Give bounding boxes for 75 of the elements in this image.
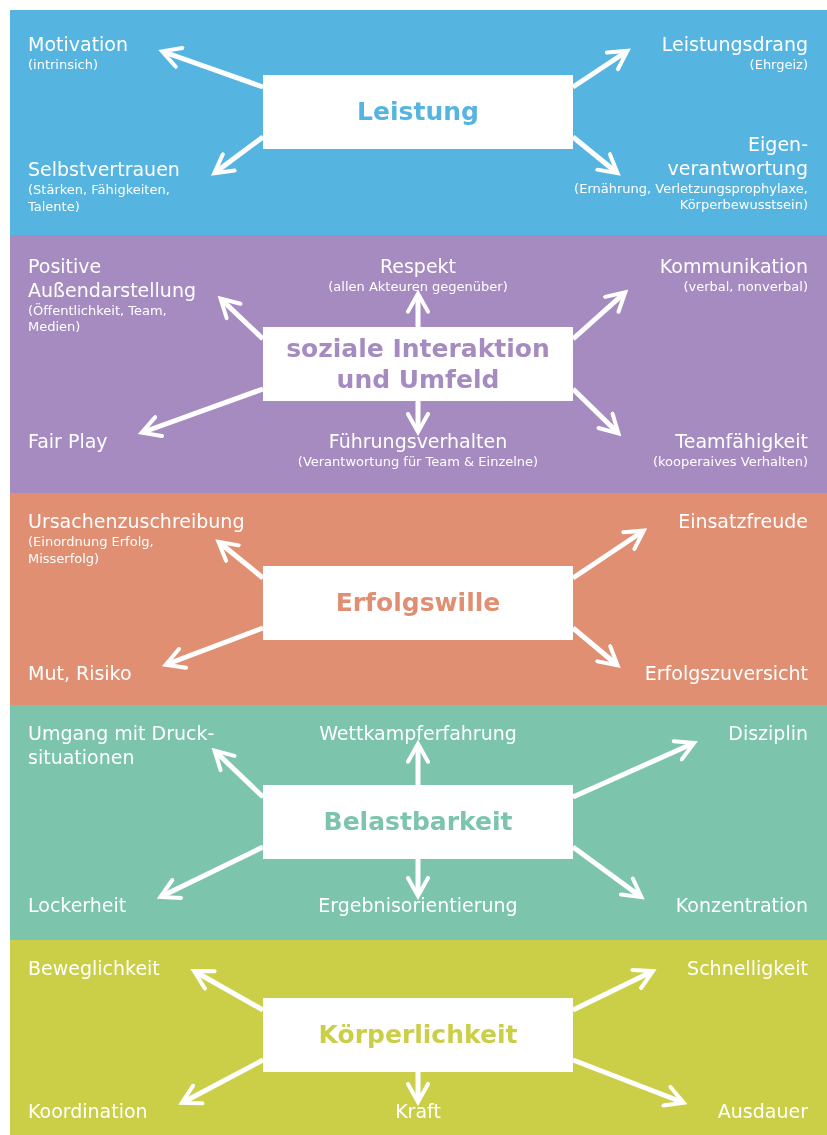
factor-label: Beweglichkeit — [28, 957, 161, 981]
factor-label: Lockerheit — [28, 894, 128, 918]
factor-label: Fair Play — [28, 430, 109, 454]
factor-label: Respekt — [378, 255, 458, 279]
arrow — [571, 528, 646, 581]
arrow — [158, 844, 265, 900]
color-band — [10, 493, 827, 705]
arrow — [139, 386, 264, 438]
factor-label: Motivation — [28, 33, 130, 57]
arrow — [571, 626, 620, 668]
arrow — [406, 741, 430, 785]
center-box — [263, 785, 573, 859]
factor-label: Einsatzfreude — [677, 510, 808, 534]
arrow — [571, 387, 621, 436]
factor-note: (Stärken, Fähigkeiten, Talente) — [28, 181, 171, 216]
arrow — [571, 290, 628, 341]
arrow — [218, 296, 265, 341]
arrow — [406, 291, 430, 327]
factor-label: Teamfähigkeit — [674, 430, 808, 454]
factor-label: Selbstvertrauen — [28, 158, 181, 182]
arrow — [572, 1057, 686, 1108]
factor-label: Ergebnisorientierung — [317, 894, 519, 918]
category-title: soziale Interaktion und Umfeld — [285, 332, 551, 396]
factor-note: (Öffentlichkeit, Team, Medien) — [28, 302, 168, 337]
factor-label: Kraft — [394, 1100, 442, 1124]
factor-label: Positive Außendarstellung — [28, 255, 197, 303]
color-band — [10, 10, 827, 235]
center-box — [263, 327, 573, 401]
factor-label: Umgang mit Druck- situationen — [28, 722, 216, 770]
color-band — [10, 940, 827, 1135]
factor-label: Schnelligkeit — [686, 957, 808, 981]
factor-note: (Einordnung Erfolg, Misserfolg) — [28, 533, 155, 568]
factor-label: Koordination — [28, 1100, 149, 1124]
category-title: Körperlichkeit — [318, 1019, 518, 1051]
factor-label: Leistungsdrang — [660, 33, 808, 57]
arrow — [212, 135, 265, 176]
factor-label: Wettkampferfahrung — [318, 722, 518, 746]
arrow — [179, 1057, 265, 1106]
category-title: Erfolgswille — [335, 587, 501, 619]
factor-note: (kooperaives Verhalten) — [651, 453, 808, 471]
factor-note: (Ernährung, Verletzungsprophylaxe, Körperbewusstsein) — [573, 180, 808, 215]
arrow — [571, 48, 630, 90]
arrow — [406, 1072, 430, 1104]
center-box — [263, 75, 573, 149]
arrow — [212, 748, 265, 799]
center-box — [263, 998, 573, 1072]
arrow — [571, 845, 644, 900]
factor-label: Konzentration — [674, 894, 808, 918]
factor-note: (verbal, nonverbal) — [682, 278, 808, 296]
arrow — [571, 968, 655, 1013]
color-band — [10, 235, 827, 493]
center-box — [263, 566, 573, 640]
factor-label: Disziplin — [727, 722, 808, 746]
factor-label: Eigen- verantwortung — [666, 133, 808, 181]
arrow — [216, 539, 265, 580]
arrow — [406, 401, 430, 434]
arrow — [572, 739, 697, 800]
factor-note: (Ehrgeiz) — [748, 56, 808, 74]
factor-note: (allen Akteuren gegenüber) — [327, 278, 509, 296]
factor-label: Mut, Risiko — [28, 662, 133, 686]
factor-note: (intrinsich) — [28, 56, 100, 74]
color-band — [10, 705, 827, 940]
arrow — [406, 859, 430, 898]
arrow — [571, 135, 620, 176]
factor-label: Ausdauer — [716, 1100, 808, 1124]
arrow — [160, 45, 264, 90]
arrow — [163, 625, 264, 670]
category-title: Leistung — [357, 96, 479, 128]
factor-label: Ursachenzuschreibung — [28, 510, 246, 534]
arrow — [192, 969, 265, 1013]
factor-label: Erfolgszuversicht — [643, 662, 808, 686]
factor-label: Kommunikation — [658, 255, 808, 279]
factor-label: Führungsverhalten — [327, 430, 509, 454]
factor-note: (Verantwortung für Team & Einzelne) — [296, 453, 540, 471]
category-title: Belastbarkeit — [323, 806, 513, 838]
